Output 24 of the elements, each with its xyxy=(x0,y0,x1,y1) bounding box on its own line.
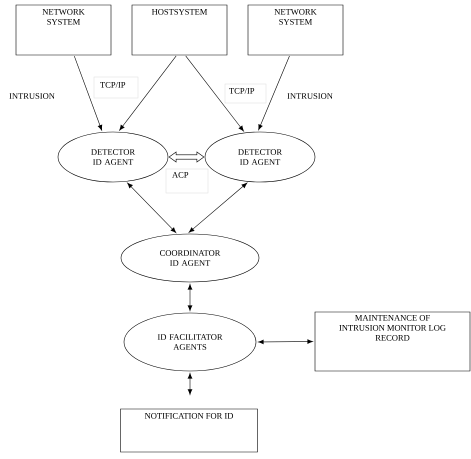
arrow xyxy=(188,284,192,311)
ellipse-node: DETECTOR ID AGENT xyxy=(204,132,316,182)
arrow xyxy=(185,56,244,132)
arrow xyxy=(188,182,248,233)
process-box: NOTIFICATION FOR ID xyxy=(120,408,258,452)
text-label: ACP xyxy=(166,168,208,194)
process-box: NETWORK SYSTEM xyxy=(248,4,344,56)
arrow xyxy=(127,182,176,233)
process-box: HOSTSYSTEM xyxy=(132,4,228,56)
text-label: TCP/IP xyxy=(224,84,266,104)
text-label: INTRUSION xyxy=(9,93,55,99)
process-box: MAINTENANCE OF INTRUSION MONITOR LOG RECORD xyxy=(314,312,470,372)
ellipse-node: COORDINATOR ID AGENT xyxy=(120,234,260,282)
process-box: NETWORK SYSTEM xyxy=(16,4,112,56)
arrow xyxy=(258,339,313,344)
arrow xyxy=(119,56,176,131)
ellipse-node: DETECTOR ID AGENT xyxy=(58,132,168,182)
block-arrow xyxy=(168,151,204,163)
ellipse-node: ID FACILITATOR AGENTS xyxy=(124,312,256,372)
arrow xyxy=(188,373,192,395)
text-label: INTRUSION xyxy=(287,93,333,99)
text-label: TCP/IP xyxy=(94,76,138,98)
arrow xyxy=(258,56,290,130)
arrow xyxy=(74,56,102,131)
